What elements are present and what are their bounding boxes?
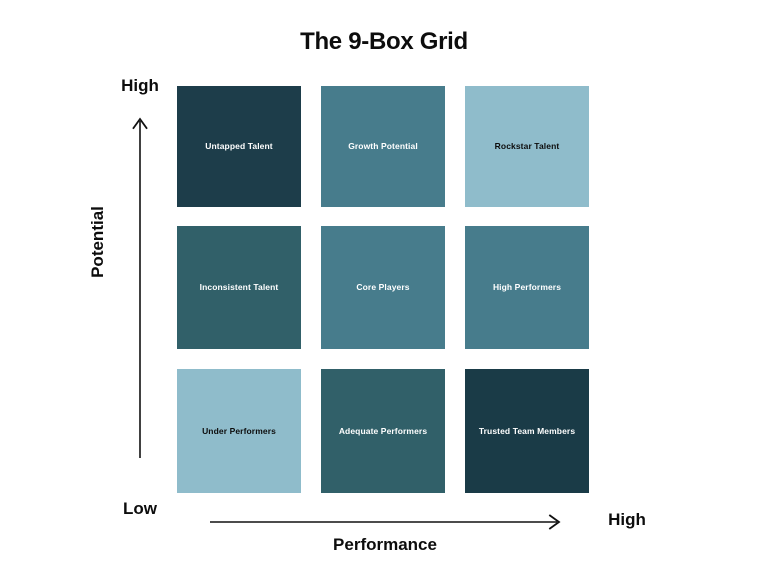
x-axis-high-label: High bbox=[608, 510, 646, 529]
y-axis-low-label: Low bbox=[123, 499, 157, 518]
y-axis-high-label: High bbox=[121, 76, 159, 95]
y-axis-title: Potential bbox=[88, 206, 107, 278]
grid-container: Untapped Talent Growth Potential Rocksta… bbox=[177, 86, 591, 493]
page-title: The 9-Box Grid bbox=[300, 28, 468, 55]
grid-cell-core-players[interactable]: Core Players bbox=[321, 226, 445, 349]
grid-cell-trusted-team-members[interactable]: Trusted Team Members bbox=[465, 369, 589, 493]
arrow-right-icon bbox=[210, 514, 561, 530]
grid-cell-untapped-talent[interactable]: Untapped Talent bbox=[177, 86, 301, 207]
arrow-up-icon bbox=[132, 117, 148, 458]
grid-cell-inconsistent-talent[interactable]: Inconsistent Talent bbox=[177, 226, 301, 349]
grid-cell-adequate-performers[interactable]: Adequate Performers bbox=[321, 369, 445, 493]
grid-cell-high-performers[interactable]: High Performers bbox=[465, 226, 589, 349]
grid-cell-growth-potential[interactable]: Growth Potential bbox=[321, 86, 445, 207]
grid-cell-under-performers[interactable]: Under Performers bbox=[177, 369, 301, 493]
x-axis-title: Performance bbox=[333, 535, 437, 554]
grid-cell-rockstar-talent[interactable]: Rockstar Talent bbox=[465, 86, 589, 207]
